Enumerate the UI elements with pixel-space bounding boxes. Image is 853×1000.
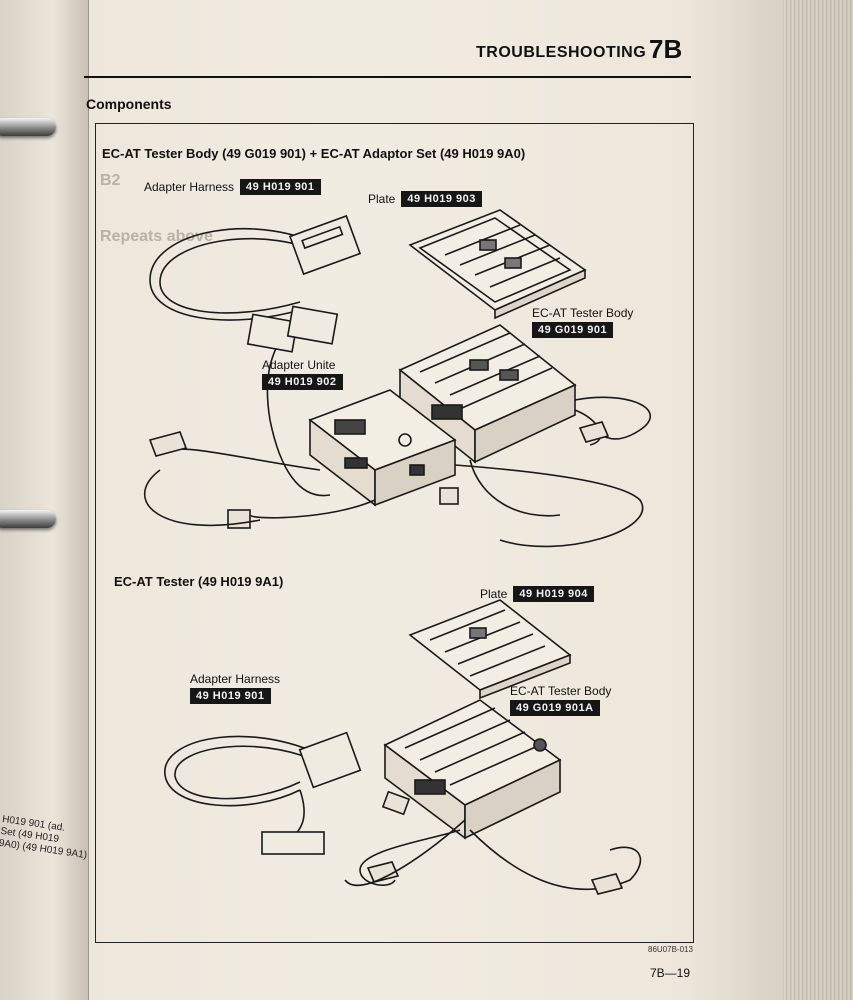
set2-adapter-harness-label: Adapter Harness 49 H019 901 (190, 672, 280, 704)
set1-adapter-unite-text: Adapter Unite (262, 358, 336, 372)
figure-reference: 86U07B-013 (648, 945, 693, 954)
set1-adapter-harness-text: Adapter Harness (144, 180, 235, 194)
harness-connector (298, 731, 362, 789)
set2-tester-body-text: EC-AT Tester Body (510, 684, 612, 698)
adapter-unite-902 (308, 389, 457, 507)
harness-connector (286, 305, 339, 345)
set1-tester-body-label: EC-AT Tester Body 49 G019 901 (532, 306, 633, 338)
harness-connector (227, 509, 251, 529)
bleed-through-text: Repeats above (100, 228, 213, 245)
page-number: 7B—19 (650, 966, 691, 980)
bleed-through-text: B2 (100, 172, 121, 189)
harness-connector (439, 487, 459, 505)
header-title: TROUBLESHOOTING (476, 44, 647, 61)
set1-adapter-unite-part: 49 H019 902 (262, 374, 343, 390)
round-connector (590, 873, 624, 895)
plate-904 (408, 599, 572, 700)
set1-tester-body-text: EC-AT Tester Body (532, 306, 634, 320)
illustration-frame (95, 123, 694, 943)
binder-ring-middle (0, 510, 56, 528)
header-rule (84, 76, 691, 78)
set1-adapter-unite-label: Adapter Unite 49 H019 902 (262, 358, 343, 390)
set2-adapter-harness-part: 49 H019 901 (190, 688, 271, 704)
round-connector (148, 431, 188, 457)
set1-plate-text: Plate (368, 192, 396, 206)
set2-plate-text: Plate (480, 587, 508, 601)
set1-adapter-harness-label: Adapter Harness 49 H019 901 (144, 179, 321, 195)
binder-ring-top (0, 118, 56, 136)
set1-tester-body-part: 49 G019 901 (532, 322, 614, 338)
set2-tester-body-label: EC-AT Tester Body 49 G019 901A (510, 684, 611, 716)
set2-title: EC-AT Tester (49 H019 9A1) (114, 574, 284, 589)
adapter-harness-cable (149, 227, 331, 321)
set2-plate-label: Plate 49 H019 904 (480, 586, 594, 602)
round-connector (366, 861, 400, 883)
set1-plate-label: Plate 49 H019 903 (368, 191, 482, 207)
set1-adapter-harness-part: 49 H019 901 (240, 179, 321, 195)
tester-body-901a (383, 699, 562, 840)
left-page-edge (0, 0, 89, 1000)
harness-connector (288, 214, 362, 276)
tester-body-901 (398, 324, 577, 464)
plate-903 (408, 209, 587, 320)
page-edges (783, 0, 853, 1000)
round-connector (578, 421, 610, 443)
set2-plate-part: 49 H019 904 (513, 586, 594, 602)
set2-tester-body-part: 49 G019 901A (510, 700, 600, 716)
set1-title: EC-AT Tester Body (49 G019 901) + EC-AT … (102, 146, 526, 161)
set2-adapter-harness-text: Adapter Harness (190, 672, 281, 686)
header-chapter: 7B (649, 34, 683, 64)
section-title: Components (86, 96, 172, 112)
harness-connector (261, 831, 325, 855)
set1-plate-part: 49 H019 903 (401, 191, 482, 207)
harness-connector (381, 790, 411, 816)
